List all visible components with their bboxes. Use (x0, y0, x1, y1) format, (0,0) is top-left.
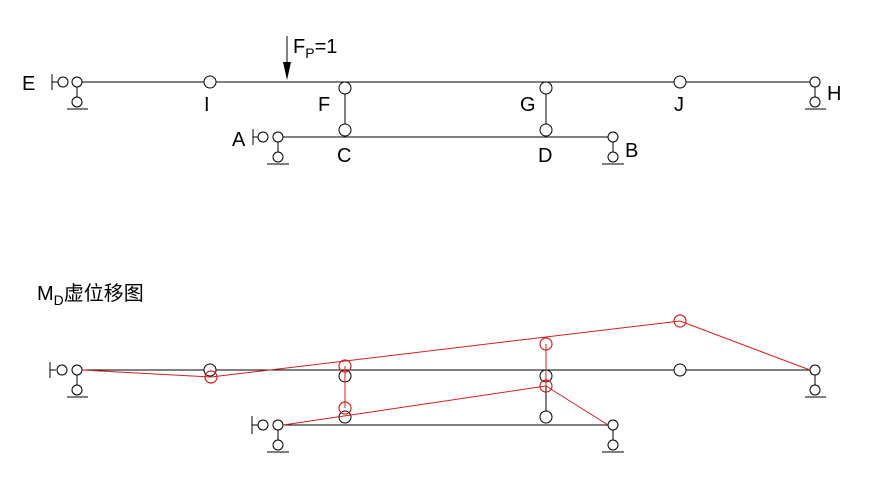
caption-sub: D (54, 292, 64, 308)
original-structure: E I F G J H A C D B FP=1 (22, 36, 841, 167)
displaced-hinge-f (338, 359, 352, 373)
label-a: A (232, 129, 246, 151)
diagram-caption: MD虚位移图 (37, 282, 144, 308)
label-g: G (520, 94, 536, 116)
support-e-ref (49, 362, 88, 398)
load-label-value: =1 (315, 36, 338, 58)
hinge-i (203, 75, 217, 89)
hinge-f (338, 81, 352, 95)
label-j: J (674, 94, 684, 116)
displaced-hinge-g (539, 337, 553, 351)
displaced-segment-ad (282, 385, 547, 426)
displaced-hinge-j (673, 314, 687, 328)
displaced-hinge-c (338, 401, 352, 415)
support-a (252, 129, 289, 165)
label-h: H (827, 83, 841, 105)
reference-structure (49, 362, 826, 453)
support-b (602, 131, 624, 165)
label-c: C (337, 145, 351, 167)
hinge-j (673, 75, 687, 89)
displaced-segment-jh (679, 320, 811, 371)
support-a-ref (251, 416, 289, 453)
load-label: FP=1 (293, 36, 337, 61)
load-arrow-icon (283, 36, 291, 80)
hinge-c (338, 123, 352, 137)
hinge-d (539, 123, 553, 137)
displaced-segment-ij (210, 320, 681, 378)
support-h (805, 76, 826, 110)
support-e (51, 74, 88, 110)
label-f: F (318, 94, 330, 116)
caption-suffix: 虚位移图 (64, 282, 144, 305)
displaced-shape (81, 314, 811, 426)
displaced-segment-ei (81, 369, 212, 378)
label-i: I (204, 94, 210, 116)
caption-main: M (37, 283, 54, 305)
support-b-ref (602, 419, 624, 453)
label-d: D (538, 145, 552, 167)
hinge-d-ref (539, 410, 553, 424)
hinge-g (539, 81, 553, 95)
displaced-hinge-d (539, 379, 553, 393)
load-label-sub: P (305, 45, 314, 61)
label-e: E (22, 73, 35, 95)
displaced-segment-db (545, 385, 609, 426)
load-label-main: F (293, 36, 305, 58)
hinge-j-ref (673, 363, 687, 377)
displaced-hinge-i (204, 370, 218, 384)
label-b: B (625, 140, 638, 162)
